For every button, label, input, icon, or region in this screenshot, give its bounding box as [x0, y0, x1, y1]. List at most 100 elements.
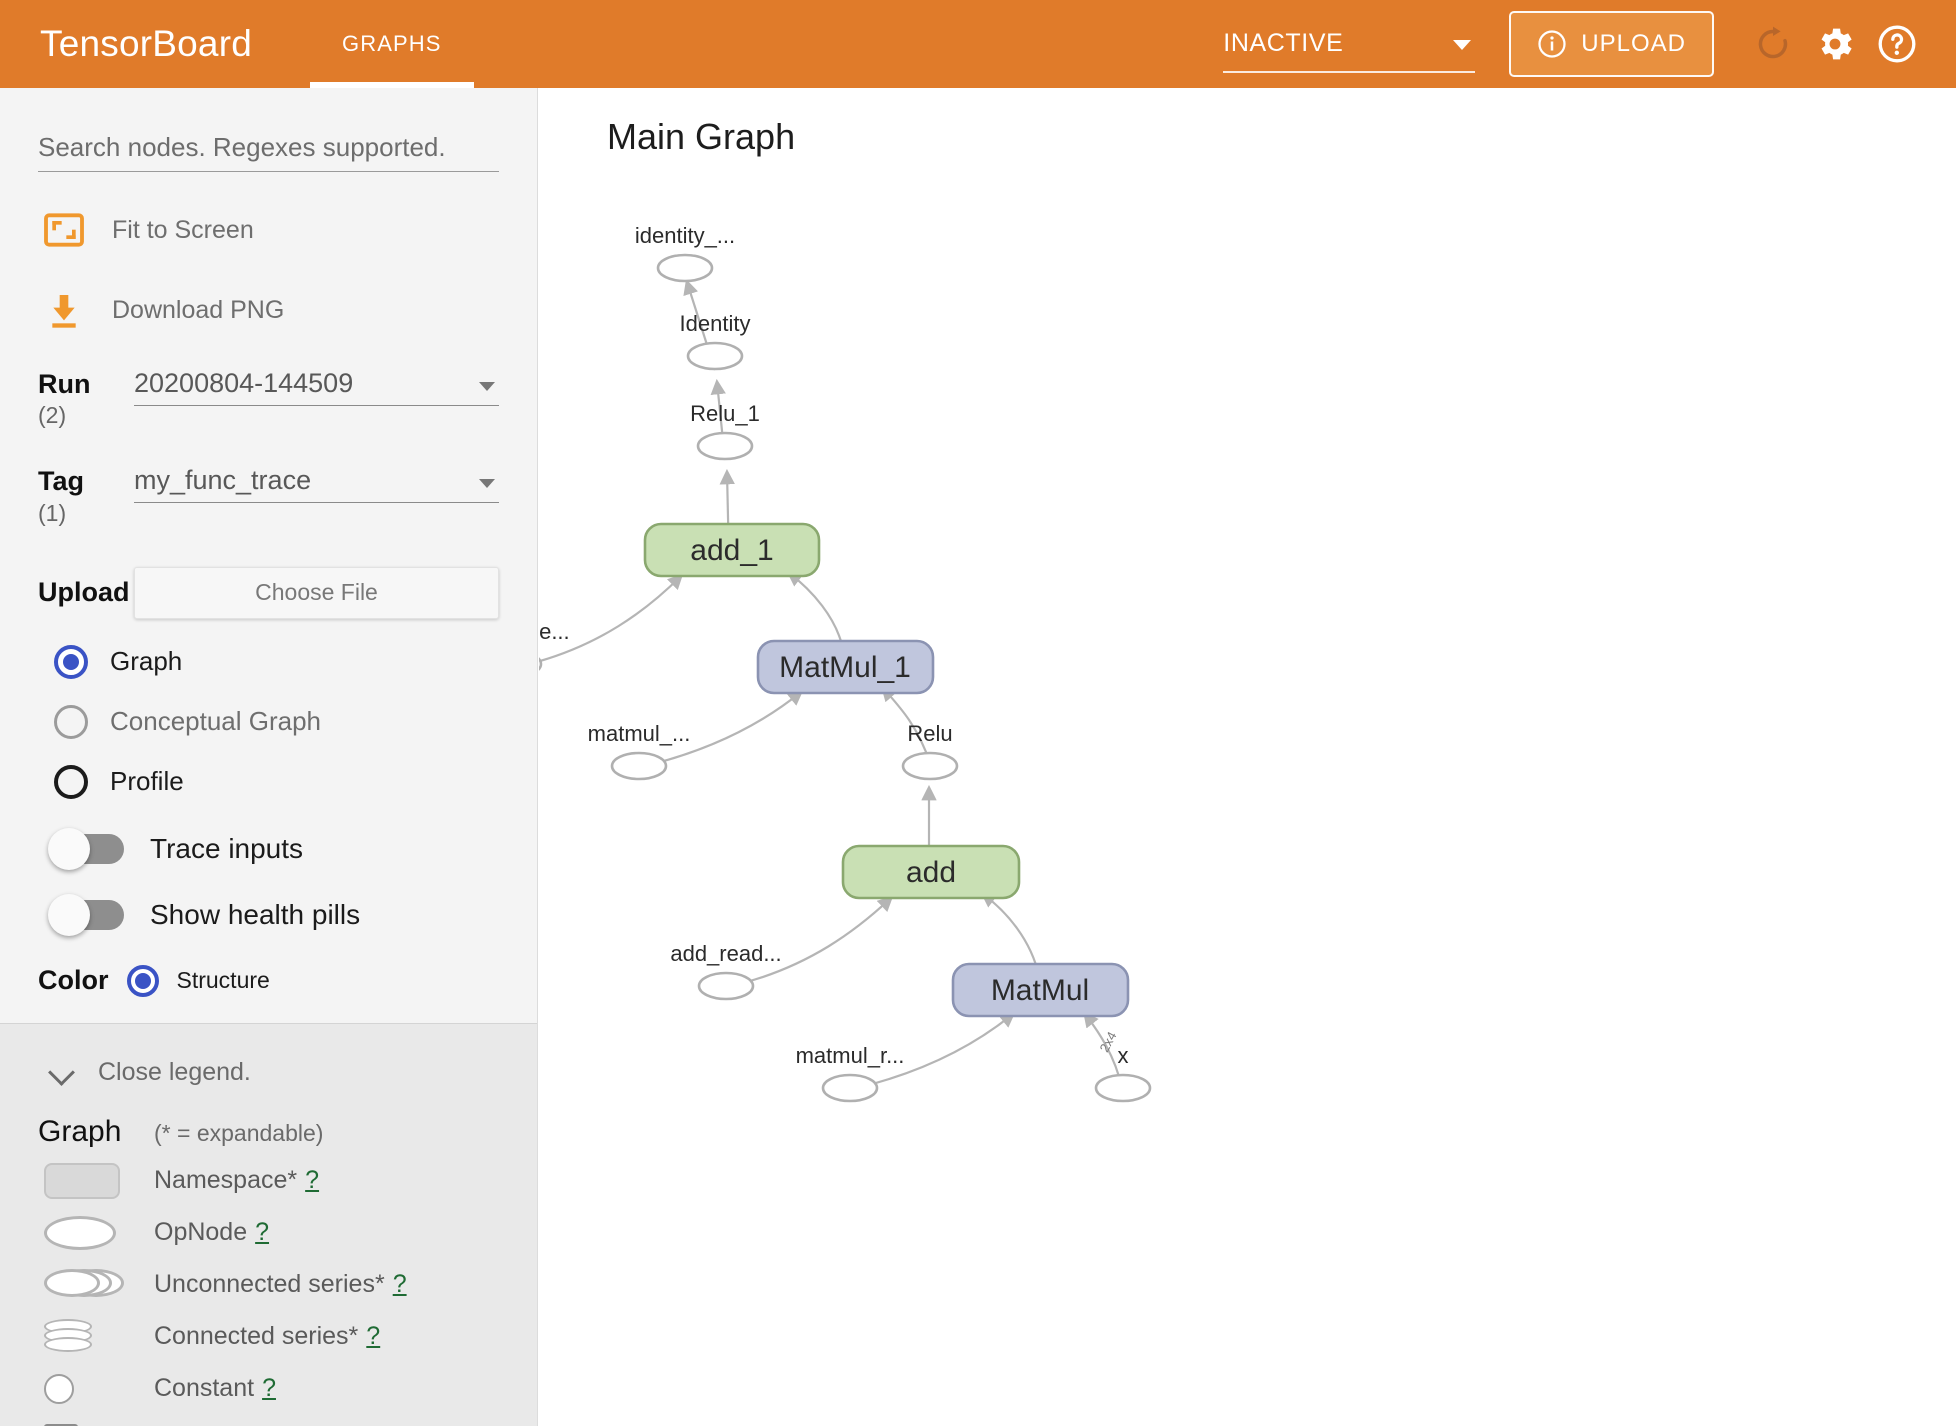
- graph-type-label-graph: Graph: [110, 646, 183, 677]
- show-health-pills-toggle[interactable]: [48, 893, 124, 936]
- node-add-readvariableop[interactable]: [697, 971, 755, 1001]
- node-label-matmul-1-readvariableop: matmul_...: [588, 721, 691, 746]
- sidebar-controls: Fit to Screen Download PNG Run: [0, 132, 537, 1023]
- fit-to-screen-icon: [38, 208, 90, 252]
- graph-canvas[interactable]: Main Graph: [539, 88, 1956, 1426]
- run-select[interactable]: 20200804-144509: [134, 368, 499, 406]
- node-add-1[interactable]: [643, 522, 821, 578]
- settings-button[interactable]: [1804, 13, 1866, 75]
- node-label-add-readvariableop: add_read...: [670, 941, 781, 966]
- node-relu[interactable]: [901, 751, 959, 781]
- graph-type-option-profile[interactable]: Profile: [38, 764, 499, 799]
- color-label: Color: [38, 965, 109, 996]
- radio-profile-icon: [54, 764, 88, 799]
- legend-item-connected-series: Connected series* ?: [38, 1317, 499, 1357]
- node-matmul-1-readvariableop[interactable]: [610, 751, 668, 781]
- graph-title: Main Graph: [607, 116, 796, 157]
- node-label-matmul: MatMul: [991, 974, 1089, 1007]
- legend-help-constant[interactable]: ?: [262, 1374, 276, 1403]
- run-label: Run: [38, 369, 91, 399]
- toggle-knob: [48, 827, 90, 870]
- upload-label: Upload: [38, 577, 130, 608]
- download-png-action[interactable]: Download PNG: [38, 288, 499, 332]
- node-label-relu: Relu: [907, 721, 952, 746]
- legend-item-opnode: OpNode ?: [38, 1213, 499, 1253]
- legend-title-row: Graph (* = expandable): [38, 1115, 499, 1149]
- tag-value: my_func_trace: [134, 465, 312, 496]
- chevron-down-icon: [50, 1059, 76, 1085]
- tab-graphs[interactable]: GRAPHS: [310, 0, 474, 88]
- node-label-identity-1: identity_...: [635, 223, 735, 248]
- node-matmul-readvariableop[interactable]: [821, 1073, 879, 1103]
- show-health-pills-label: Show health pills: [150, 898, 361, 930]
- search-row: [38, 132, 499, 172]
- run-count: (2): [38, 402, 67, 429]
- chevron-down-icon: [1453, 40, 1472, 50]
- upload-button-label: UPLOAD: [1581, 30, 1686, 57]
- search-input[interactable]: [38, 132, 499, 163]
- download-icon: [38, 288, 90, 332]
- upload-button[interactable]: UPLOAD: [1509, 11, 1714, 77]
- close-legend-label: Close legend.: [98, 1057, 251, 1086]
- node-label-matmul-readvariableop: matmul_r...: [796, 1043, 905, 1068]
- opnode-swatch-icon: [38, 1215, 154, 1250]
- node-identity[interactable]: [686, 341, 744, 371]
- namespace-swatch-icon: [38, 1162, 154, 1199]
- legend-help-connected-series[interactable]: ?: [366, 1322, 381, 1351]
- legend-item-constant: Constant ?: [38, 1369, 499, 1409]
- legend-item-unconnected-series: Unconnected series* ?: [38, 1265, 499, 1305]
- legend-label-constant: Constant: [154, 1374, 255, 1403]
- fit-to-screen-label: Fit to Screen: [112, 215, 254, 244]
- radio-structure-icon[interactable]: [126, 964, 159, 997]
- tab-bar: GRAPHS: [310, 0, 474, 88]
- close-legend-button[interactable]: Close legend.: [38, 1024, 499, 1087]
- legend-help-namespace[interactable]: ?: [305, 1166, 320, 1195]
- node-matmul[interactable]: [951, 962, 1130, 1018]
- node-identity-1[interactable]: [656, 253, 714, 283]
- chevron-down-icon: [479, 479, 495, 489]
- summary-swatch-icon: [38, 1423, 154, 1426]
- legend-panel: Close legend. Graph (* = expandable) Nam…: [0, 1023, 537, 1426]
- run-field: Run (2) 20200804-144509: [38, 366, 499, 429]
- node-add-1-readvariableop[interactable]: [539, 651, 543, 677]
- tag-select[interactable]: my_func_trace: [134, 465, 499, 504]
- help-button[interactable]: [1866, 13, 1928, 75]
- node-x[interactable]: [1094, 1073, 1152, 1103]
- run-status-dropdown[interactable]: INACTIVE: [1223, 15, 1476, 73]
- graph-type-option-graph[interactable]: Graph: [38, 644, 499, 679]
- refresh-button[interactable]: [1742, 13, 1804, 75]
- node-label-identity: Identity: [680, 311, 751, 336]
- download-png-label: Download PNG: [112, 295, 285, 324]
- node-label-matmul-1: MatMul_1: [779, 651, 911, 684]
- color-row: Color Structure: [38, 964, 499, 1023]
- legend-note: (* = expandable): [154, 1119, 324, 1146]
- node-add[interactable]: [841, 844, 1021, 900]
- graph-svg[interactable]: identity_... Identity Relu_1 add_1_re...…: [539, 88, 1956, 1426]
- connected-series-swatch-icon: [38, 1318, 154, 1355]
- edge-label-x-to-matmul: 2x4: [1096, 1029, 1119, 1055]
- legend-label-unconnected-series: Unconnected series*: [154, 1270, 385, 1299]
- legend-help-opnode[interactable]: ?: [255, 1218, 270, 1247]
- refresh-icon: [1758, 26, 1788, 59]
- show-health-pills-toggle-row[interactable]: Show health pills: [38, 893, 499, 936]
- legend-label-namespace: Namespace*: [154, 1166, 298, 1195]
- fit-to-screen-action[interactable]: Fit to Screen: [38, 208, 499, 252]
- node-label-x: x: [1118, 1043, 1129, 1068]
- sidebar-divider: [0, 1022, 537, 1024]
- radio-graph-icon: [54, 644, 88, 679]
- legend-help-unconnected-series[interactable]: ?: [392, 1270, 407, 1299]
- node-matmul-1[interactable]: [756, 639, 935, 695]
- tag-label-col: Tag (1): [38, 463, 134, 526]
- graph-type-label-conceptual-graph: Conceptual Graph: [110, 706, 322, 737]
- legend-label-opnode: OpNode: [154, 1218, 248, 1247]
- node-label-add-1: add_1: [690, 534, 773, 567]
- trace-inputs-toggle[interactable]: [48, 827, 124, 870]
- trace-inputs-toggle-row[interactable]: Trace inputs: [38, 827, 499, 870]
- choose-file-button[interactable]: Choose File: [134, 566, 499, 619]
- edge-add1read-to-add1: [539, 573, 684, 663]
- graph-type-option-conceptual-graph[interactable]: Conceptual Graph: [38, 704, 499, 739]
- node-relu-1[interactable]: [696, 431, 754, 461]
- gear-icon: [1821, 28, 1852, 60]
- run-status-label: INACTIVE: [1223, 28, 1344, 57]
